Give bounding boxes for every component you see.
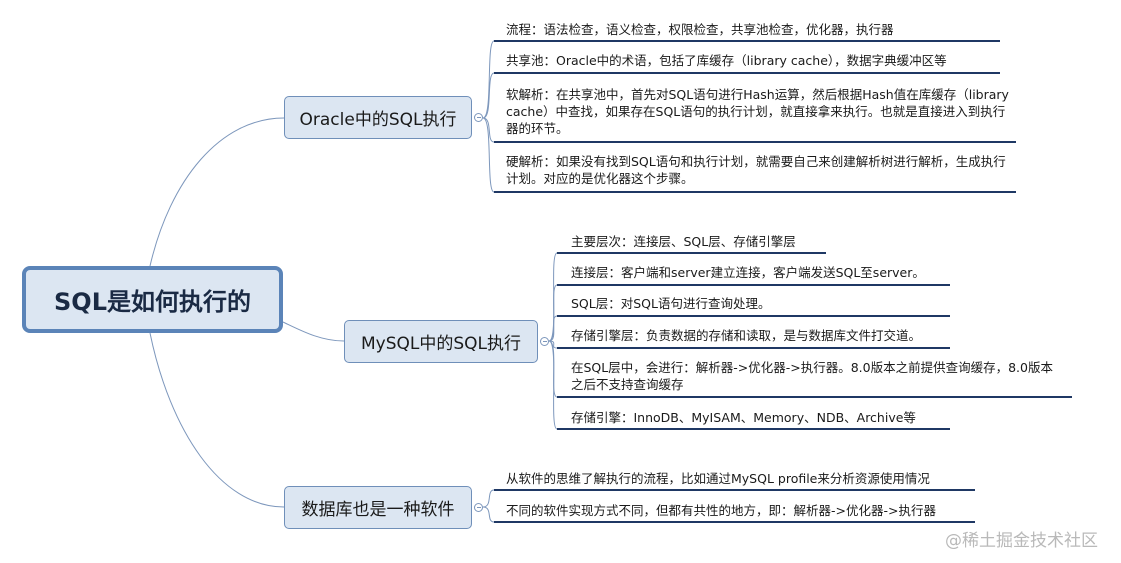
leaf-mysql-sql-layer-process: 在SQL层中，会进行：解析器->优化器->执行器。8.0版本之前提供查询缓存，8… <box>571 360 1053 392</box>
root-connector <box>149 332 285 508</box>
mysql-leaf-connector <box>548 315 558 342</box>
mysql-leaf-connector <box>548 340 558 430</box>
leaf-mysql-connection-layer: 连接层：客户端和server建立连接，客户端发送SQL至server。 <box>571 265 925 280</box>
leaf-software-commonality: 不同的软件实现方式不同，但都有共性的地方，即：解析器->优化器->执行器 <box>506 503 936 518</box>
leaf-mysql-storage-layer: 存储引擎层：负责数据的存储和读取，是与数据库文件打交道。 <box>571 328 922 343</box>
leaf-oracle-soft-parse: 软解析：在共享池中，首先对SQL语句进行Hash运算，然后根据Hash值在库缓存… <box>506 87 1009 136</box>
root-connector <box>149 117 285 267</box>
leaf-mysql-layers: 主要层次：连接层、SQL层、存储引擎层 <box>571 234 796 249</box>
software-leaf-connector <box>482 506 495 523</box>
leaf-oracle-shared-pool: 共享池：Oracle中的术语，包括了库缓存（library cache），数据字… <box>506 53 947 68</box>
branch-mysql[interactable]: MySQL中的SQL执行 <box>344 320 538 363</box>
oracle-leaf-connector <box>482 72 495 119</box>
collapse-toggle-icon[interactable] <box>474 113 483 122</box>
oracle-leaf-connector <box>482 40 495 119</box>
leaf-oracle-flow: 流程：语法检查，语义检查，权限检查，共享池检查，优化器，执行器 <box>506 22 894 37</box>
mysql-leaf-connector <box>548 340 558 349</box>
branch-oracle[interactable]: Oracle中的SQL执行 <box>284 96 472 139</box>
mysql-leaf-connector <box>548 284 558 342</box>
branch-database-software[interactable]: 数据库也是一种软件 <box>284 486 472 529</box>
oracle-leaf-connector <box>482 117 495 193</box>
root-topic[interactable]: SQL是如何执行的 <box>22 266 283 333</box>
watermark: @稀土掘金技术社区 <box>945 531 1098 551</box>
collapse-toggle-icon[interactable] <box>474 503 483 512</box>
collapse-toggle-icon[interactable] <box>540 337 549 346</box>
leaf-mysql-engines: 存储引擎：InnoDB、MyISAM、Memory、NDB、Archive等 <box>571 410 916 425</box>
leaf-software-thinking: 从软件的思维了解执行的流程，比如通过MySQL profile来分析资源使用情况 <box>506 471 930 486</box>
leaf-mysql-sql-layer: SQL层：对SQL语句进行查询处理。 <box>571 296 771 311</box>
mysql-leaf-connector <box>548 252 558 342</box>
software-leaf-connector <box>482 489 495 508</box>
leaf-oracle-hard-parse: 硬解析：如果没有找到SQL语句和执行计划，就需要自己来创建解析树进行解析，生成执… <box>506 154 1006 186</box>
root-connector <box>282 321 345 342</box>
